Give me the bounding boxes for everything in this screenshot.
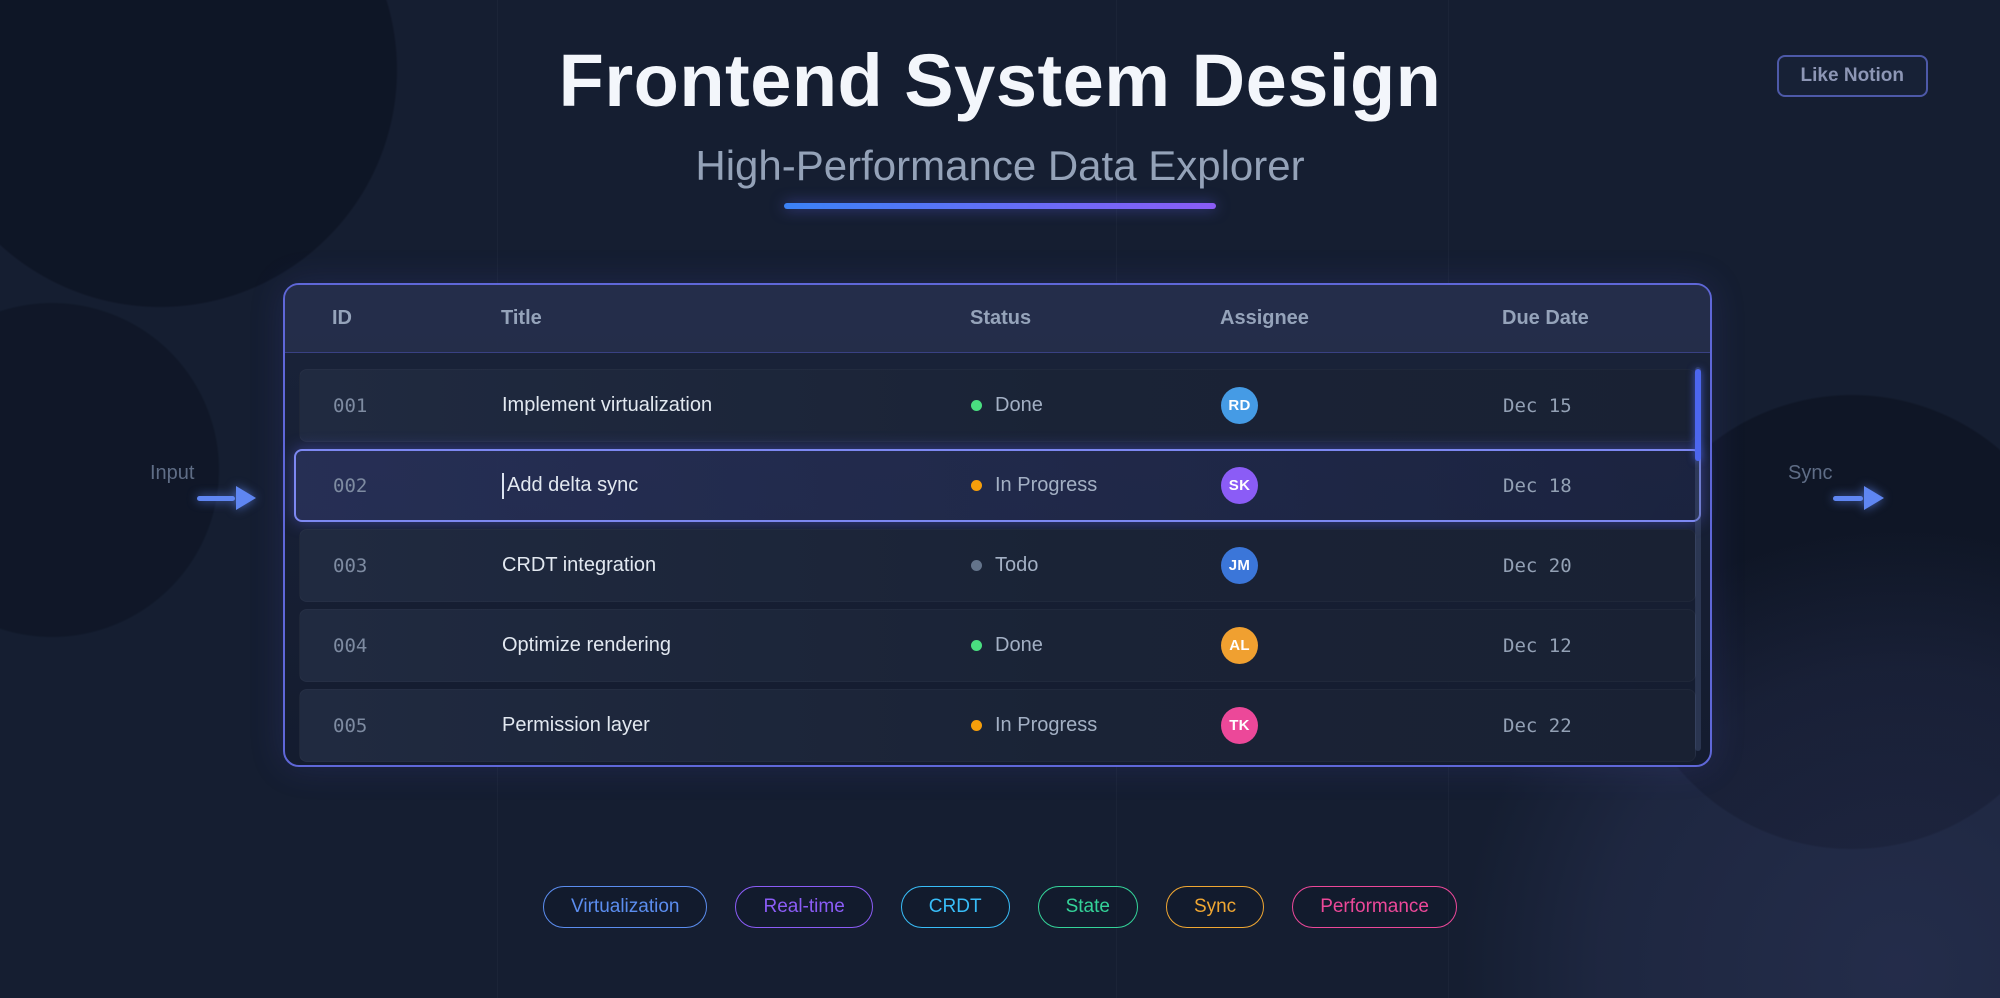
row-title-text: Permission layer: [502, 714, 650, 737]
row-title: CRDT integration: [502, 554, 971, 577]
table-row[interactable]: 004 Optimize rendering Done AL Dec 12: [299, 609, 1696, 682]
status-label: Done: [995, 394, 1043, 417]
row-id: 001: [333, 395, 502, 417]
row-id: 003: [333, 555, 502, 577]
assignee-avatar: JM: [1221, 547, 1258, 584]
badge-real-time[interactable]: Real-time: [735, 886, 872, 928]
table-body: 001 Implement virtualization Done RD Dec…: [285, 353, 1710, 776]
status-label: In Progress: [995, 474, 1097, 497]
badge-crdt[interactable]: CRDT: [901, 886, 1010, 928]
assignee-avatar: RD: [1221, 387, 1258, 424]
assignee-avatar: AL: [1221, 627, 1258, 664]
row-id: 005: [333, 715, 502, 737]
row-assignee: TK: [1221, 707, 1503, 744]
row-assignee: JM: [1221, 547, 1503, 584]
row-status: Done: [971, 394, 1221, 417]
status-dot: [971, 640, 982, 651]
row-due-date: Dec 18: [1503, 475, 1699, 497]
assignee-avatar: SK: [1221, 467, 1258, 504]
scrollbar-track[interactable]: [1695, 367, 1701, 751]
text-caret-icon: [502, 473, 504, 499]
input-flow-label: Input: [150, 462, 194, 485]
status-label: Done: [995, 634, 1043, 657]
table-row[interactable]: 003 CRDT integration Todo JM Dec 20: [299, 529, 1696, 602]
topic-badges: Virtualization Real-time CRDT State Sync…: [0, 886, 2000, 928]
column-header-assignee: Assignee: [1220, 307, 1502, 330]
row-assignee: SK: [1221, 467, 1503, 504]
row-status: Done: [971, 634, 1221, 657]
like-notion-button[interactable]: Like Notion: [1777, 55, 1928, 97]
data-table-card: ID Title Status Assignee Due Date 001 Im…: [283, 283, 1712, 767]
status-dot: [971, 720, 982, 731]
status-label: In Progress: [995, 714, 1097, 737]
sync-arrow-icon: [1833, 486, 1884, 510]
status-dot: [971, 480, 982, 491]
row-title: Optimize rendering: [502, 634, 971, 657]
column-header-id: ID: [332, 307, 501, 330]
status-label: Todo: [995, 554, 1038, 577]
row-title: Permission layer: [502, 714, 971, 737]
row-title-text: Implement virtualization: [502, 394, 712, 417]
page-title: Frontend System Design: [0, 38, 2000, 123]
row-due-date: Dec 15: [1503, 395, 1695, 417]
scrollbar-thumb[interactable]: [1695, 369, 1701, 461]
input-arrow-icon: [197, 486, 256, 510]
title-underline: [784, 203, 1216, 209]
row-due-date: Dec 12: [1503, 635, 1695, 657]
row-status: Todo: [971, 554, 1221, 577]
row-assignee: RD: [1221, 387, 1503, 424]
badge-virtualization[interactable]: Virtualization: [543, 886, 707, 928]
row-due-date: Dec 20: [1503, 555, 1695, 577]
row-due-date: Dec 22: [1503, 715, 1695, 737]
table-row[interactable]: 005 Permission layer In Progress TK Dec …: [299, 689, 1696, 762]
badge-performance[interactable]: Performance: [1292, 886, 1457, 928]
row-status: In Progress: [971, 474, 1221, 497]
page-subtitle: High-Performance Data Explorer: [0, 142, 2000, 190]
assignee-avatar: TK: [1221, 707, 1258, 744]
table-header-row: ID Title Status Assignee Due Date: [285, 285, 1710, 353]
table-row[interactable]: 001 Implement virtualization Done RD Dec…: [299, 369, 1696, 442]
column-header-due-date: Due Date: [1502, 307, 1710, 330]
row-title-text: Optimize rendering: [502, 634, 671, 657]
status-dot: [971, 400, 982, 411]
row-id: 002: [333, 475, 502, 497]
row-title-editing[interactable]: Add delta sync: [502, 473, 971, 499]
badge-state[interactable]: State: [1038, 886, 1138, 928]
row-title-text: CRDT integration: [502, 554, 656, 577]
table-row-selected[interactable]: 002 Add delta sync In Progress SK Dec 18: [294, 449, 1701, 522]
badge-sync[interactable]: Sync: [1166, 886, 1264, 928]
row-title: Implement virtualization: [502, 394, 971, 417]
row-title-text: Add delta sync: [507, 474, 638, 497]
column-header-status: Status: [970, 307, 1220, 330]
row-id: 004: [333, 635, 502, 657]
sync-flow-label: Sync: [1788, 462, 1832, 485]
row-assignee: AL: [1221, 627, 1503, 664]
column-header-title: Title: [501, 307, 970, 330]
status-dot: [971, 560, 982, 571]
row-status: In Progress: [971, 714, 1221, 737]
